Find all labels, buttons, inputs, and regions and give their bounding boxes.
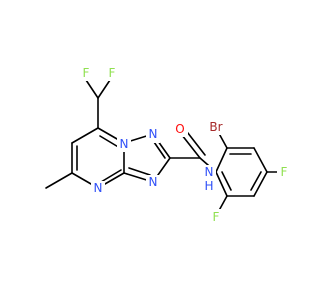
bond-ph-c1-c2 <box>215 147 228 173</box>
bond-ph-c6-c1 <box>215 171 228 197</box>
atom-amide-nh: N H <box>202 165 216 193</box>
atom-f-top-left: F <box>79 65 93 81</box>
atom-oxygen: O <box>173 121 188 137</box>
bond-n1-c2-double <box>153 141 166 159</box>
bond-chf2-f-left <box>85 79 99 99</box>
bond-n4-c3a-double <box>100 169 122 183</box>
bond-ph-c4-c5-double <box>250 171 262 191</box>
atom-n-triazole-bottom: N <box>146 175 160 191</box>
bond-layer <box>45 79 281 217</box>
atom-n-pyrimidine: N <box>91 181 105 197</box>
bond-n8-c7-double <box>99 135 121 149</box>
bond-c7-c6 <box>71 127 99 144</box>
atom-label-layer: F F N N N N O N H <box>79 65 291 225</box>
atom-n-triazole-top: N <box>146 127 160 143</box>
atom-label-br: Br <box>209 120 222 134</box>
bond-ph-c3-c4 <box>253 147 268 173</box>
atom-f-ring-bottom: F <box>209 209 223 225</box>
atom-label-o: O <box>175 122 184 136</box>
atom-label-n: N <box>120 137 129 151</box>
bond-n3-c3a-double <box>128 167 151 176</box>
atom-label-n: N <box>149 127 158 141</box>
atom-bromine: Br <box>206 119 226 135</box>
atom-label-f: F <box>281 165 288 179</box>
atom-label-f: F <box>213 210 220 224</box>
molecule-structure: F F N N N N O N H <box>45 65 291 225</box>
atom-label-f: F <box>83 66 90 80</box>
bond-chf2-f-right <box>97 79 111 99</box>
atom-f-top-right: F <box>105 65 119 81</box>
atom-n-ring-junction: N <box>117 136 131 152</box>
bond-c5-methyl <box>45 172 73 189</box>
atom-label-n: N <box>149 175 158 189</box>
atom-label-h: H <box>204 179 213 193</box>
atom-f-ring-right: F <box>277 164 291 180</box>
bond-ph-c4-c5 <box>253 171 268 197</box>
atom-label-n: N <box>205 165 214 179</box>
bond-ph-c6-c1-double <box>221 171 232 191</box>
atom-label-n: N <box>94 181 103 195</box>
atom-label-f: F <box>109 66 116 80</box>
